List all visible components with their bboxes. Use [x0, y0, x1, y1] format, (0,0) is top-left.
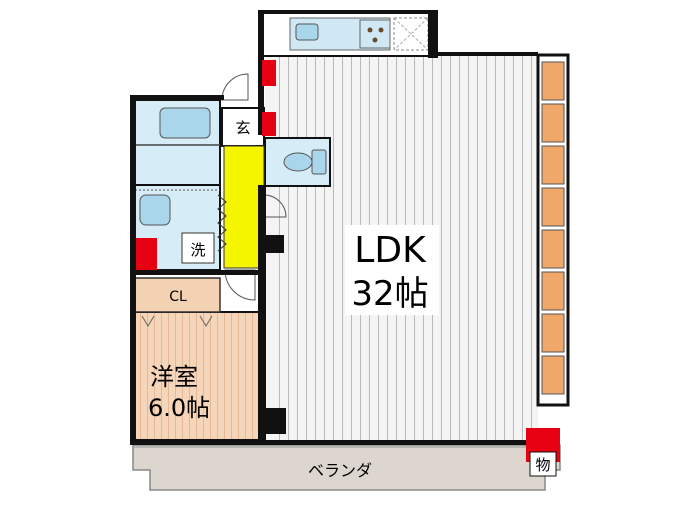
kitchen [261, 11, 433, 57]
ldk-size: 32帖 [351, 274, 428, 314]
balcony-label: ベランダ [308, 461, 372, 480]
washroom [134, 184, 221, 271]
storage-column [536, 53, 570, 407]
storage-box [529, 451, 557, 477]
storage-label: 物 [535, 456, 550, 474]
closet-label: CL [169, 289, 187, 305]
column-marker [135, 238, 157, 270]
western-size: 6.0帖 [148, 394, 210, 422]
bathroom [134, 99, 221, 186]
ldk-name: LDK [354, 230, 427, 271]
western-name: 洋室 [150, 363, 198, 391]
western-room [134, 277, 261, 441]
toilet-room [264, 137, 331, 187]
hallway [217, 145, 287, 301]
entrance-label: 玄 [235, 119, 250, 137]
walls [130, 10, 558, 445]
wall-post [266, 235, 284, 253]
laundry-label: 洗 [190, 241, 205, 259]
ldk-room [265, 55, 538, 440]
